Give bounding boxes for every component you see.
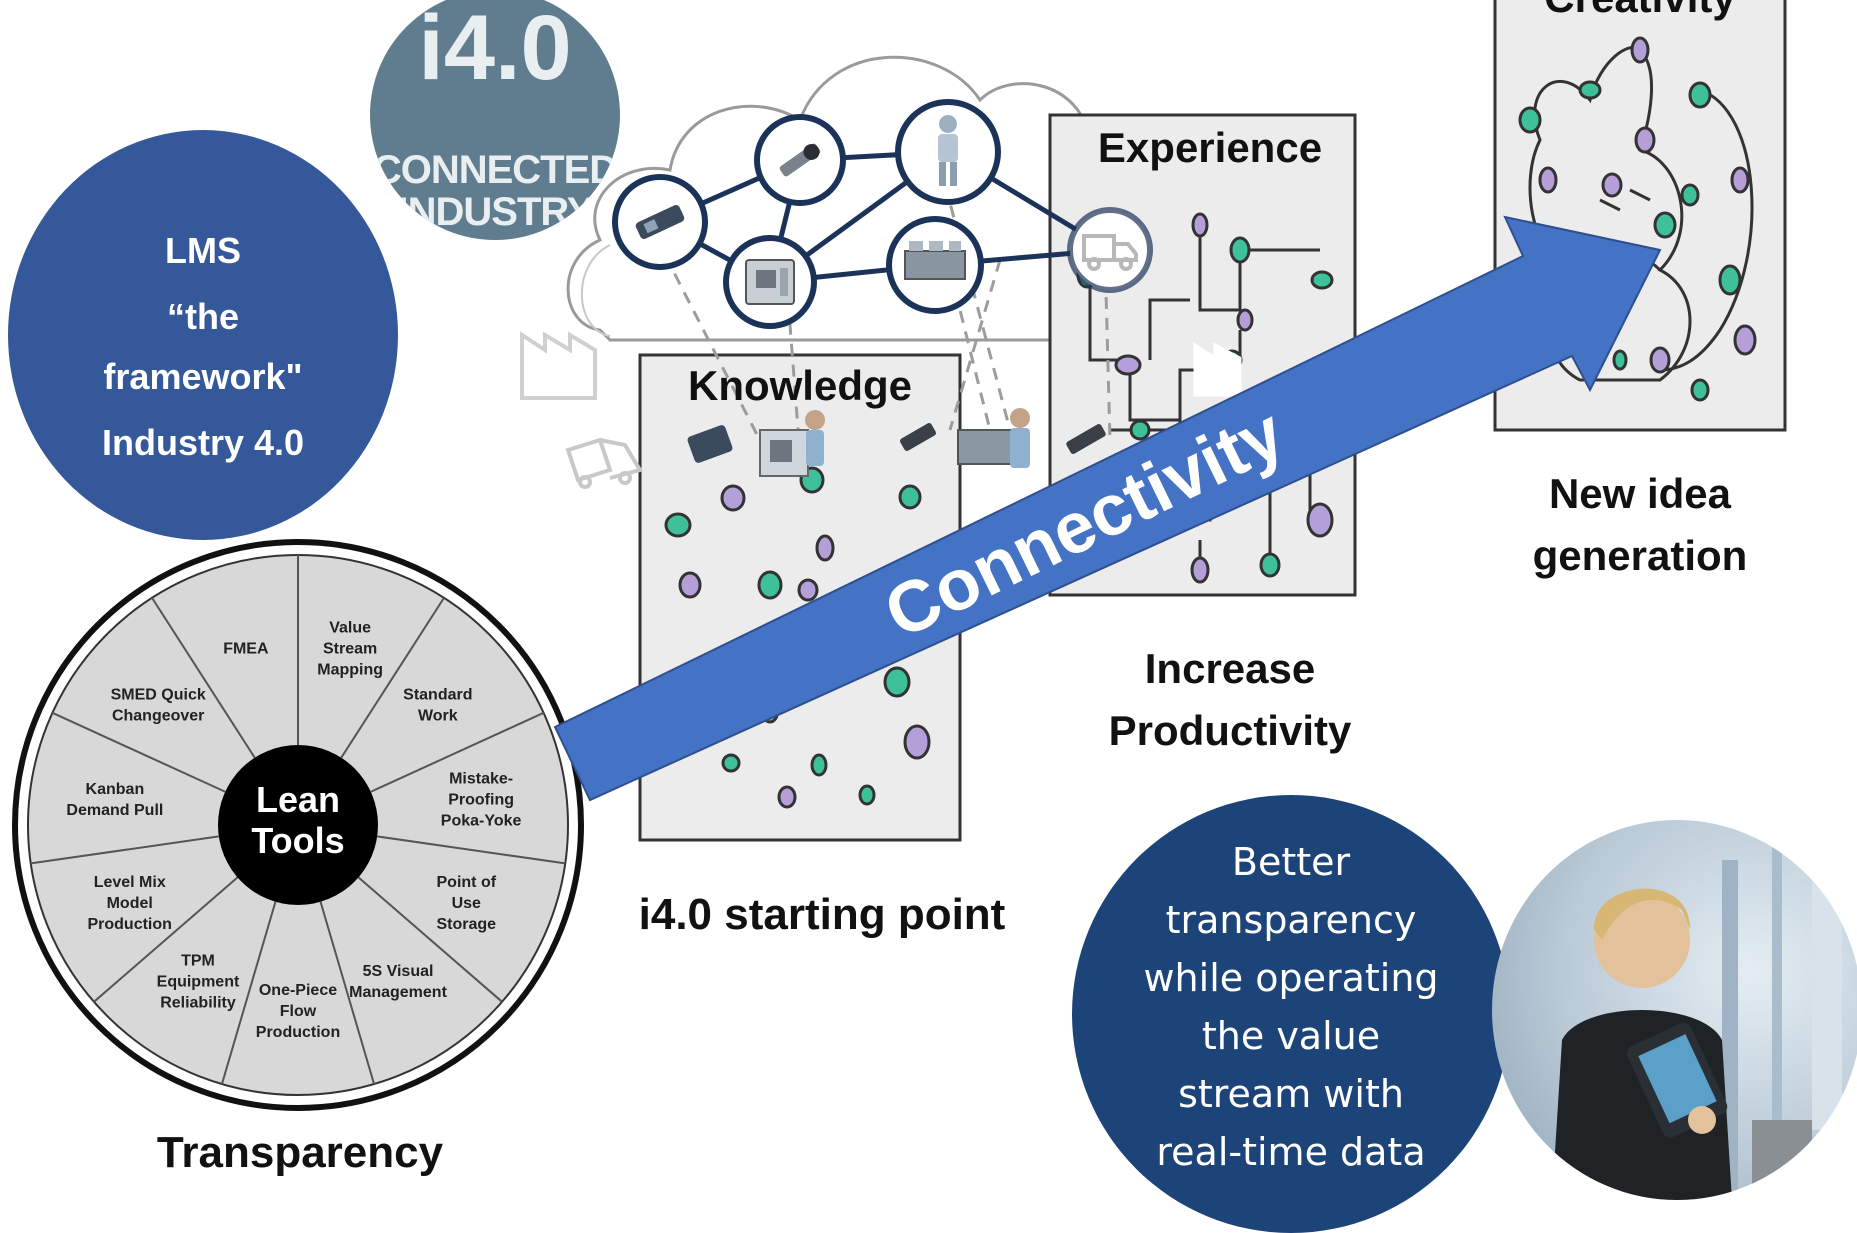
wheel-center-line-2: Tools [251,820,344,861]
injector-icon [779,143,821,177]
arrow-shape [553,215,1662,802]
better-line-2: transparency [1165,898,1417,942]
transparency-label: Transparency [156,1128,444,1177]
lms-line-2: “the [167,296,239,337]
logo-main-text: i4.0 [418,0,572,99]
better-line-5: stream with [1178,1072,1404,1116]
worker-photo [1492,820,1857,1200]
production-line-icon [904,241,966,280]
i40-connected-industry-logo: i4.0 CONNECTED INDUSTRY [370,0,620,240]
wheel-segment-label: Flow [280,1003,317,1020]
better-line-4: the value [1201,1014,1381,1058]
wheel-spoke [93,876,239,1003]
machine-photos-row [687,408,1106,477]
better-line-1: Better [1231,840,1351,884]
arrow-label: Connectivity [873,393,1296,654]
wheel-segment-label: Level Mix [94,874,166,891]
better-line-6: real-time data [1156,1130,1426,1174]
wheel-segment-label: SMED Quick [111,686,206,703]
wheel-spokes [30,555,566,1085]
logo-line-connected: CONNECTED [372,148,618,192]
wheel-segment-label: Mapping [317,661,383,678]
wheel-segment-label: One-Piece [259,982,337,999]
wheel-spoke [51,711,226,793]
creativity-title: Creativity [1495,0,1785,22]
wheel-segment-label: Value [329,619,371,636]
wheel-segment-label: Demand Pull [66,802,163,819]
wheel-segment-label: Kanban [86,781,145,798]
wheel-segment-label: Work [418,707,458,724]
wheel-segment-label: Management [349,984,447,1001]
new-idea-label-line-2: generation [1532,532,1748,579]
creativity-nodes [1518,36,1757,402]
knowledge-nodes [664,466,931,809]
wheel-segment-label: Changeover [112,707,204,724]
wheel-segment-label: Standard [403,686,472,703]
wheel-segment-label: Storage [436,916,496,933]
lms-framework-circle: LMS “the framework" Industry 4.0 [8,130,398,540]
wheel-spoke [370,711,545,793]
truck-icon [1082,234,1138,271]
wheel-spoke [30,835,219,865]
cnc-machine-icon [745,259,795,305]
wheel-segment-label: Equipment [157,974,240,991]
starting-point-label: i4.0 starting point [638,890,1006,939]
new-idea-label-line-1: New idea [1548,470,1732,517]
lms-line-3: framework" [103,356,303,397]
wheel-segment-label: Mistake- [449,771,513,788]
better-transparency-circle: Better transparency while operating the … [1072,795,1510,1233]
lms-line-4: Industry 4.0 [101,422,305,463]
wheel-segment-label: 5S Visual [363,963,434,980]
worker-illustration [1552,840,1842,1200]
wheel-spoke [340,597,445,759]
wheel-segment-label: Production [256,1024,340,1041]
wheel-segment-label: Production [87,916,171,933]
wheel-segment-label: Use [452,895,481,912]
wheel-segment-label: Model [107,895,153,912]
factory-icon [520,331,597,400]
delivery-truck-icon [565,437,644,489]
wheel-segment-label: Stream [323,640,377,657]
wheel-segment-label: TPM [181,953,215,970]
wheel-segment-label: Proofing [448,792,514,809]
wheel-spoke [377,835,566,865]
lms-line-1: LMS [165,230,241,271]
wheel-spoke [357,876,503,1003]
experience-title: Experience [1097,124,1323,171]
wheel-center-line-1: Lean [256,779,340,820]
knowledge-title: Knowledge [687,362,912,409]
wheel-segment-label: Poka-Yoke [441,813,522,830]
wheel-spoke [319,901,376,1085]
logo-line-industry: INDUSTRY [397,190,594,234]
wheel-spoke [220,901,277,1085]
wheel-segment-label: FMEA [223,640,269,657]
wheel-segment-label: Point of [437,874,497,891]
increase-label-line-2: Productivity [1108,707,1352,754]
wheel-spoke [151,597,256,759]
increase-label-line-1: Increase [1144,645,1316,692]
wheel-center [218,745,378,905]
better-line-3: while operating [1143,956,1439,1000]
person-icon [938,115,958,186]
sensor-icon [635,205,685,239]
wheel-segment-label: Reliability [160,995,236,1012]
